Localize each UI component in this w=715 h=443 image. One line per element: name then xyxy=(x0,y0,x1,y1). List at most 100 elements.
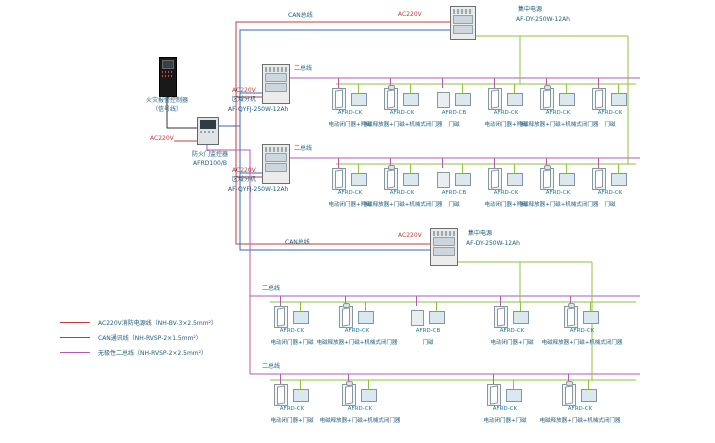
fire-door-icon xyxy=(592,168,606,190)
dc-power-drop-line xyxy=(566,84,567,94)
module-label: AFRD-CB xyxy=(441,110,467,116)
module-box xyxy=(513,311,529,324)
ac220v-label-mid: AC220V xyxy=(398,232,422,239)
two-bus-drop-line xyxy=(568,374,569,384)
device-caption: 电磁释放器+门磁+机械式闭门器 xyxy=(316,340,398,346)
module-box xyxy=(559,173,575,186)
fire-alarm-controller-icon xyxy=(159,57,177,97)
signal-line xyxy=(166,95,197,129)
fire-door-icon xyxy=(488,168,502,190)
dc-power-drop-line xyxy=(365,302,366,312)
zone1-model-label: AF-QYFJ-250W-12Ah xyxy=(228,106,289,113)
legend-label: AC220V消防电源线（NH-BV-3×2.5mm²） xyxy=(98,320,218,327)
fire-door-icon xyxy=(540,85,554,110)
can-bus-label-mid: CAN总线 xyxy=(285,239,310,246)
device-caption: 电动闭门器+门磁 xyxy=(270,418,314,424)
dc-power-drop-line xyxy=(358,84,359,94)
two-bus-drop-line xyxy=(494,78,495,88)
two-bus-drop-line xyxy=(546,158,547,168)
fire-door-icon xyxy=(342,381,356,406)
zone1-power-label: AC220V xyxy=(232,87,256,94)
dc-power-drop-line xyxy=(514,164,515,174)
module-box xyxy=(455,93,471,106)
fire-door-monitor-icon xyxy=(197,117,219,145)
module-box xyxy=(351,173,367,186)
device-caption: 电动闭门器+门磁 xyxy=(328,122,372,128)
module-box xyxy=(611,173,627,186)
fire-door-icon xyxy=(274,384,288,406)
module-label: AFRD-CK xyxy=(567,406,593,412)
module-label: AFRD-CK xyxy=(545,110,571,116)
module-label: AFRD-CK xyxy=(493,190,519,196)
dc-power-drop-line xyxy=(566,164,567,174)
central-power-name-top: 集中电源 xyxy=(518,6,543,13)
device-caption: 门磁 xyxy=(448,202,460,208)
fire-door-icon xyxy=(384,165,398,190)
cabinet-unit xyxy=(433,247,455,256)
device-caption: 电磁释放器+门磁+机械式闭门器 xyxy=(541,340,623,346)
dc-power-drop-line xyxy=(618,84,619,94)
device-caption: 电动闭门器+门磁 xyxy=(484,202,528,208)
door-magnet-icon xyxy=(437,172,450,188)
device-caption: 电动闭门器+门磁 xyxy=(490,340,534,346)
cabinet-unit xyxy=(265,83,287,92)
signal-line-label: （信号线） xyxy=(151,106,182,113)
cabinet-unit xyxy=(265,73,287,82)
can-bus-line xyxy=(239,29,450,251)
device-group: AFRD-CK 电动闭门器+门磁 xyxy=(480,158,532,214)
device-caption: 门磁 xyxy=(448,122,460,128)
cabinet-unit xyxy=(433,237,455,246)
two-bus-drop-line xyxy=(390,78,391,88)
device-caption: 电动闭门器+门磁 xyxy=(484,122,528,128)
two-bus-drop-line xyxy=(598,158,599,168)
legend-label: CAN通讯线（NH-RVSP-2×1.5mm²） xyxy=(98,335,202,342)
two-bus-label-row3: 二总线 xyxy=(262,285,281,292)
zone1-name-label: 区域分机 xyxy=(232,96,257,103)
module-box xyxy=(403,173,419,186)
device-caption: 电磁释放器+门磁+机械式闭门器 xyxy=(319,418,401,424)
dc-power-drop-line xyxy=(618,164,619,174)
two-bus-drop-line xyxy=(494,158,495,168)
legend-item: AC220V消防电源线（NH-BV-3×2.5mm²） xyxy=(60,318,300,333)
zone-extension-cabinet-2 xyxy=(262,144,290,184)
controller-indicator-lights xyxy=(162,75,174,77)
fire-door-icon xyxy=(488,88,502,110)
ac-power-line xyxy=(235,21,450,245)
central-power-cabinet-top xyxy=(450,6,476,40)
device-caption: 电磁释放器+门磁+机械式闭门器 xyxy=(361,202,443,208)
module-label: AFRD-CK xyxy=(493,110,519,116)
device-group: AFRD-CK 电动闭门器+门磁 xyxy=(480,78,532,134)
monitor-buttons xyxy=(200,131,216,133)
dc-power-drop-line xyxy=(368,380,369,390)
two-bus-drop-line xyxy=(348,374,349,384)
module-box xyxy=(361,389,377,402)
controller-screen xyxy=(162,60,174,69)
dc-power-drop-line xyxy=(462,84,463,94)
door-magnet-icon xyxy=(411,310,424,326)
module-box xyxy=(581,389,597,402)
two-bus-drop-line xyxy=(442,158,443,168)
device-caption: 电动闭门器+门磁 xyxy=(270,340,314,346)
dc-power-drop-line xyxy=(436,302,437,312)
two-bus-drop-line xyxy=(390,158,391,168)
cabinet-unit xyxy=(453,25,473,34)
module-box xyxy=(559,93,575,106)
monitor-model-label: AFRD100/B xyxy=(193,160,227,167)
central-power-model-mid: AF-DY-250W-12Ah xyxy=(466,240,520,247)
dc-power-drop-line xyxy=(520,302,521,312)
device-caption: 门磁 xyxy=(604,202,616,208)
fire-door-icon xyxy=(564,303,578,328)
two-bus-drop-line xyxy=(570,296,571,306)
zone2-name-label: 区域分机 xyxy=(232,176,257,183)
